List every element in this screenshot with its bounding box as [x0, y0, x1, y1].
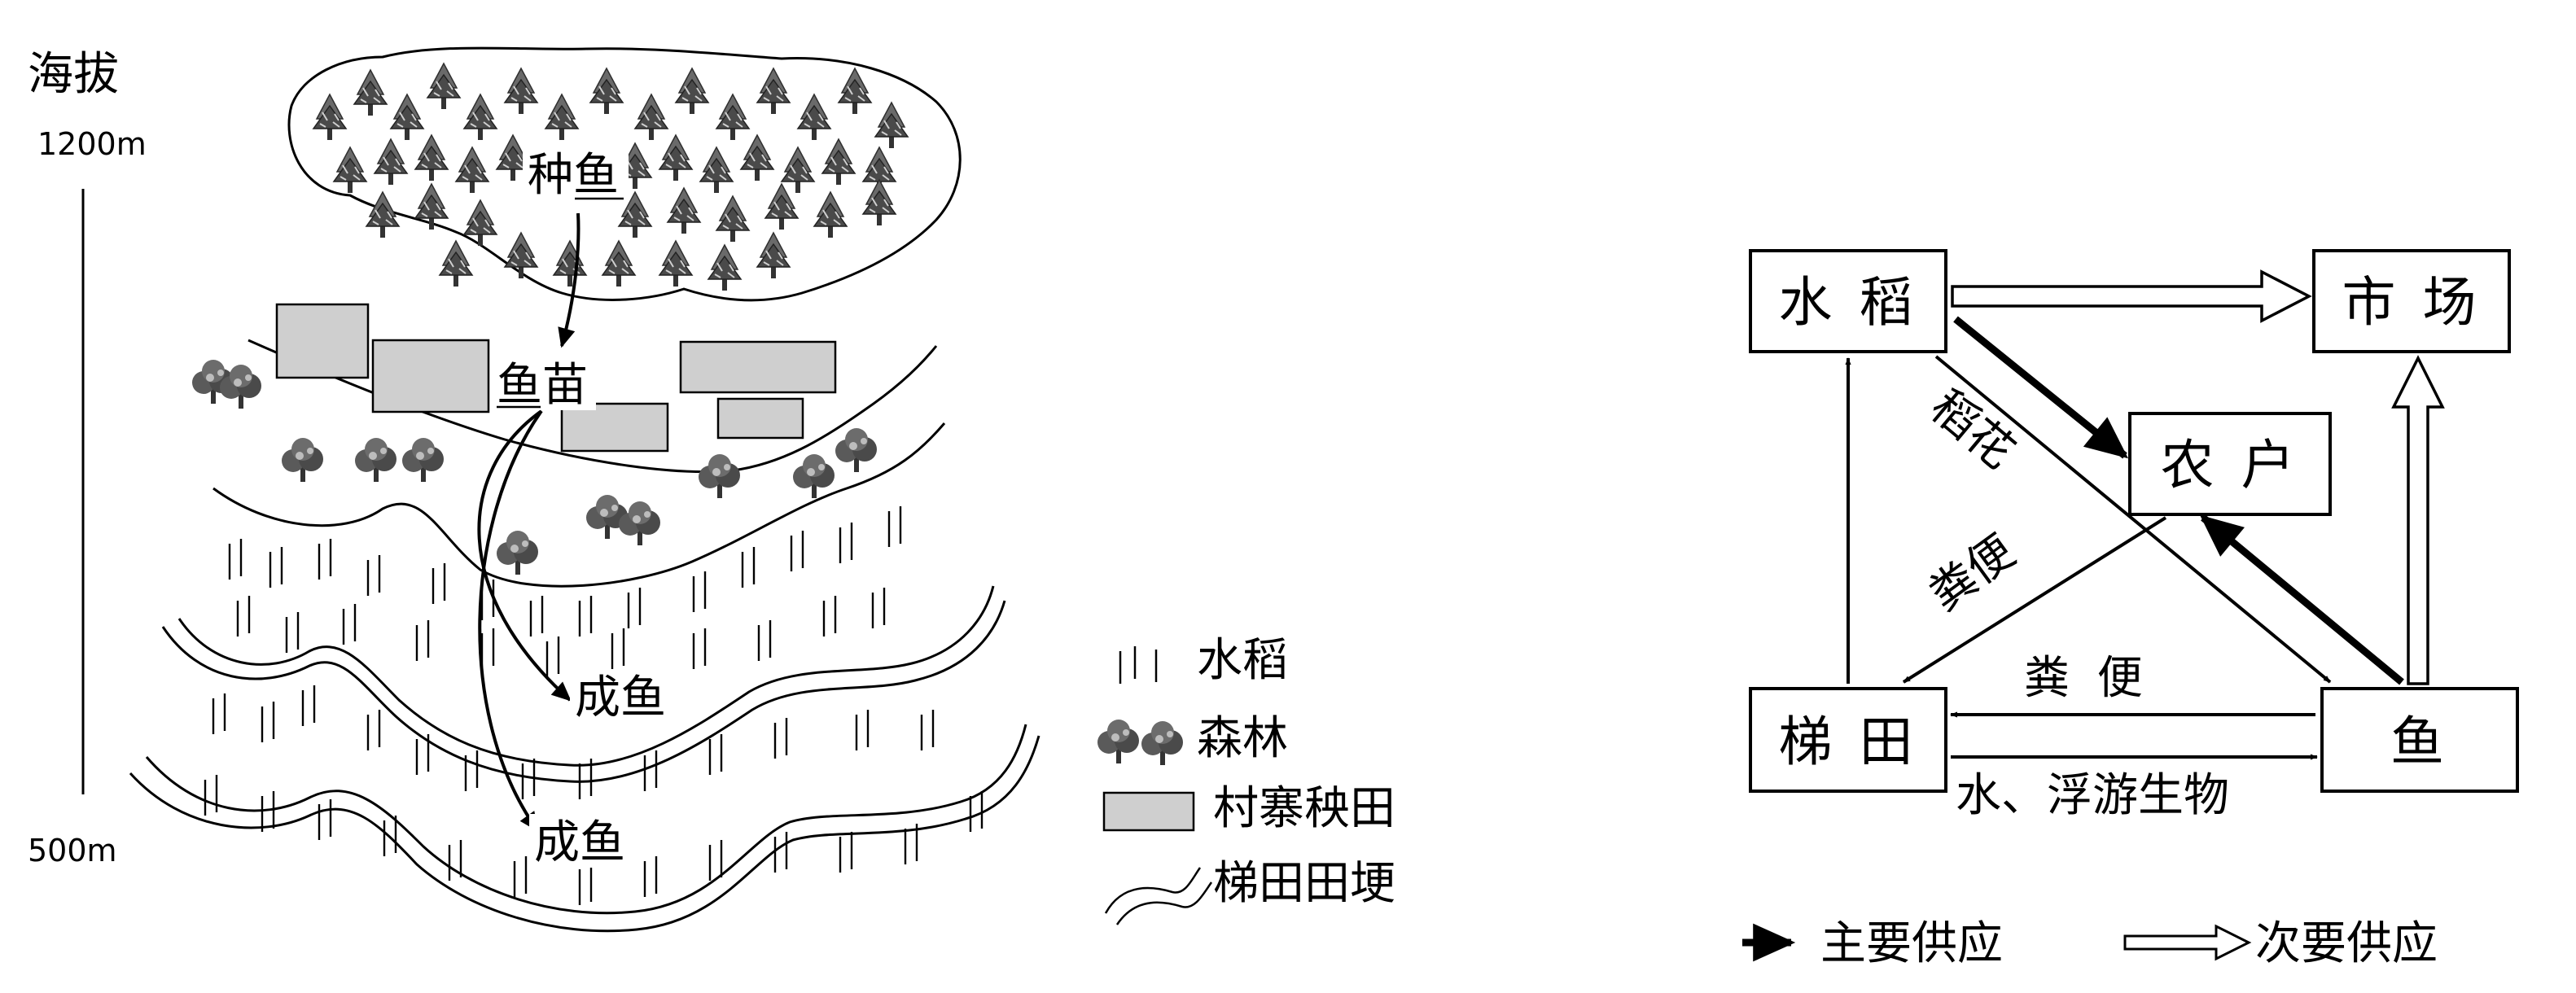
- node-farmer-label: 农 户: [2161, 434, 2300, 496]
- label-fry: 鱼苗: [497, 359, 588, 412]
- node-terrace: 梯 田: [1749, 687, 1947, 793]
- node-terrace-label: 梯 田: [1779, 711, 1918, 773]
- elevation-scale: 海拔 1200m 500m: [28, 48, 147, 868]
- village-nursery-plots: [275, 303, 837, 453]
- node-farmer: 农 户: [2128, 412, 2332, 516]
- edge-label-manure: 粪 便: [2024, 652, 2149, 705]
- legend-secondary-label: 次要供应: [2255, 917, 2438, 970]
- terrace-legend: 水稻 森林 村寨秧田 梯田田埂: [1097, 634, 1395, 925]
- elevation-top-label: 1200m: [37, 126, 147, 162]
- label-adult-fish-upper: 成鱼: [575, 671, 666, 724]
- legend-label-forest: 森林: [1197, 712, 1288, 765]
- arrow-fry-to-adult-upper: [477, 409, 572, 702]
- edge-farmer-to-terrace: [1902, 516, 2167, 684]
- edge-label-water-plankton: 水、浮游生物: [1956, 769, 2229, 822]
- arrow-fry-to-adult-lower: [478, 409, 543, 832]
- legend-label-rice: 水稻: [1197, 634, 1288, 687]
- terrace-labels: 种鱼 鱼苗 成鱼 成鱼: [492, 147, 676, 869]
- fish-flow-arrows: [477, 212, 580, 832]
- node-market-label: 市 场: [2342, 271, 2482, 334]
- edge-fish-to-farmer: [2199, 514, 2404, 685]
- elevation-bottom-label: 500m: [28, 833, 117, 868]
- legend-primary-label: 主要供应: [1820, 917, 2003, 970]
- legend-ridge-lines-icon: [1104, 867, 1213, 925]
- node-rice: 水 稻: [1749, 249, 1947, 353]
- arrow-brood-to-fry: [558, 212, 580, 348]
- edge-fish-to-market: [2391, 355, 2445, 685]
- edge-label-rice-flower: 稻花: [1921, 380, 2025, 479]
- label-adult-fish-lower: 成鱼: [534, 816, 625, 869]
- elevation-title: 海拔: [28, 48, 119, 101]
- flow-legend: 主要供应 次要供应: [1742, 917, 2438, 970]
- legend-rice-stalks-icon: [1119, 646, 1158, 684]
- legend-tree-icon: [1097, 720, 1183, 765]
- edge-rice-to-farmer: [1953, 316, 2129, 459]
- edge-rice-to-fish: [1934, 355, 2332, 684]
- legend-gray-plot-icon: [1102, 791, 1195, 832]
- flow-edges: [1845, 269, 2445, 760]
- node-market: 市 场: [2312, 249, 2511, 353]
- legend-label-ridge: 梯田田埂: [1213, 857, 1395, 910]
- forest-outline: [287, 46, 962, 302]
- terrace-ridges: [129, 422, 1040, 933]
- node-fish: 鱼: [2320, 687, 2519, 793]
- node-fish-label: 鱼: [2390, 711, 2449, 773]
- legend-label-nursery: 村寨秧田: [1213, 782, 1395, 835]
- legend-secondary-arrow-icon: [2123, 924, 2252, 961]
- node-rice-label: 水 稻: [1779, 271, 1918, 334]
- flow-diagram: 水 稻 市 场 农 户 梯 田 鱼: [1742, 249, 2519, 970]
- edge-rice-to-market: [1951, 269, 2312, 323]
- label-brood-fish: 种鱼: [528, 149, 619, 202]
- edge-label-manure-diag: 粪便: [1920, 525, 2025, 621]
- terrace-map: 海拔 1200m 500m: [28, 46, 1395, 933]
